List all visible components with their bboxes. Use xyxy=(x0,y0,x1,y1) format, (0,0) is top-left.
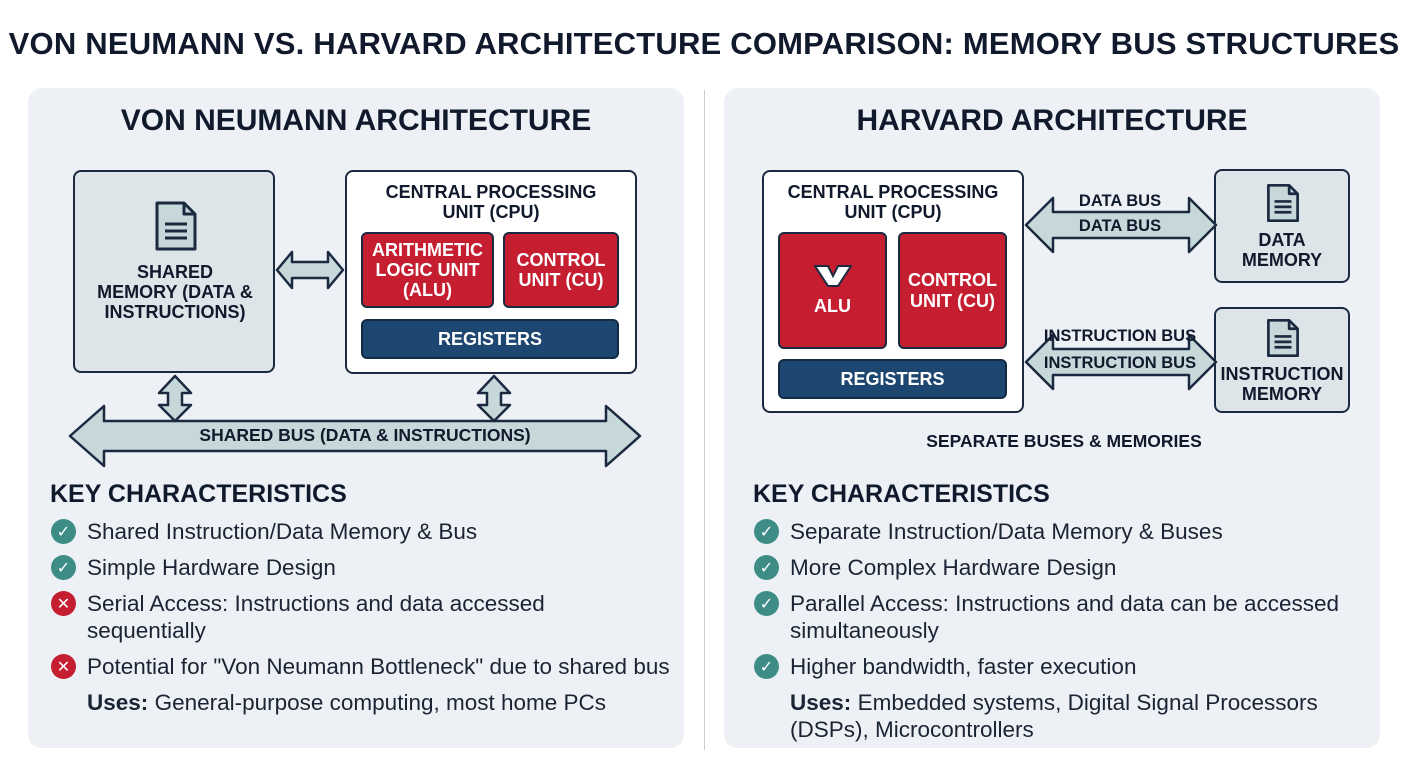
vn-alu-block: ARITHMETIC LOGIC UNIT (ALU) xyxy=(361,232,494,308)
check-circle-icon: ✓ xyxy=(754,591,779,616)
hv-characteristics-heading: KEY CHARACTERISTICS xyxy=(753,480,1050,508)
panel-divider xyxy=(704,90,705,750)
vn-uses-text: General-purpose computing, most home PCs xyxy=(154,690,607,715)
hv-control-unit-block: CONTROL UNIT (CU) xyxy=(898,232,1007,349)
vn-control-unit-block: CONTROL UNIT (CU) xyxy=(503,232,619,308)
document-icon xyxy=(1267,183,1299,223)
shared-memory-box xyxy=(73,170,275,373)
instruction-memory-label: INSTRUCTION MEMORY xyxy=(1220,364,1344,405)
instruction-bus-arrow xyxy=(1024,333,1218,391)
x-circle-icon: ✕ xyxy=(51,591,76,616)
data-bus-arrow xyxy=(1024,196,1218,254)
vn-characteristic-4: Potential for "Von Neumann Bottleneck" d… xyxy=(87,654,670,679)
cpu-bus-connector xyxy=(476,374,512,423)
vn-uses-label: Uses: xyxy=(87,690,149,715)
shared-bus-label: SHARED BUS (DATA & INSTRUCTIONS) xyxy=(199,425,531,445)
vn-uses: Uses: General-purpose computing, most ho… xyxy=(87,689,677,716)
hv-uses: Uses: Embedded systems, Digital Signal P… xyxy=(790,689,1345,743)
hv-characteristic-1: Separate Instruction/Data Memory & Buses xyxy=(790,519,1223,544)
memory-cpu-arrow xyxy=(275,250,345,290)
instruction-bus-label-bottom: INSTRUCTION BUS xyxy=(1043,354,1197,372)
shared-memory-label: SHARED MEMORY (DATA & INSTRUCTIONS) xyxy=(97,262,253,323)
vn-arrows xyxy=(68,250,642,468)
vn-registers-block: REGISTERS xyxy=(361,319,619,359)
hv-characteristic-2: More Complex Hardware Design xyxy=(790,555,1117,580)
hv-characteristic-4: Higher bandwidth, faster execution xyxy=(790,654,1137,679)
hv-alu-label: ALU xyxy=(814,296,851,316)
harvard-heading: HARVARD ARCHITECTURE xyxy=(856,104,1248,137)
vn-characteristics-heading: KEY CHARACTERISTICS xyxy=(50,480,347,508)
hv-uses-label: Uses: xyxy=(790,690,852,715)
data-memory-label: DATA MEMORY xyxy=(1241,230,1323,271)
shared-bus-arrow xyxy=(68,404,642,468)
check-circle-icon: ✓ xyxy=(754,519,779,544)
document-icon xyxy=(1267,318,1299,358)
check-circle-icon: ✓ xyxy=(51,519,76,544)
hv-cpu-label: CENTRAL PROCESSING UNIT (CPU) xyxy=(787,182,999,223)
vn-characteristic-1: Shared Instruction/Data Memory & Bus xyxy=(87,519,478,544)
vn-characteristic-3: Serial Access: Instructions and data acc… xyxy=(87,591,545,643)
hv-characteristic-3: Parallel Access: Instructions and data c… xyxy=(790,591,1340,643)
von-neumann-heading: VON NEUMANN ARCHITECTURE xyxy=(120,104,592,137)
hv-alu-block xyxy=(778,232,887,349)
check-circle-icon: ✓ xyxy=(754,654,779,679)
document-icon xyxy=(155,201,197,251)
data-bus-label-bottom: DATA BUS xyxy=(1078,217,1162,235)
vn-characteristic-2: Simple Hardware Design xyxy=(87,555,336,580)
page-title: VON NEUMANN VS. HARVARD ARCHITECTURE COM… xyxy=(8,26,1400,61)
hv-uses-text: Embedded systems, Digital Signal Process… xyxy=(790,690,1318,742)
hv-arrows xyxy=(1024,196,1218,391)
instruction-bus-label-top: INSTRUCTION BUS xyxy=(1043,327,1197,345)
check-circle-icon: ✓ xyxy=(754,555,779,580)
memory-bus-connector xyxy=(157,374,193,423)
check-circle-icon: ✓ xyxy=(51,555,76,580)
x-circle-icon: ✕ xyxy=(51,654,76,679)
separate-buses-note: SEPARATE BUSES & MEMORIES xyxy=(926,431,1202,451)
vn-cpu-label: CENTRAL PROCESSING UNIT (CPU) xyxy=(385,182,597,223)
alu-v-icon xyxy=(814,265,852,287)
hv-registers-block: REGISTERS xyxy=(778,359,1007,399)
data-bus-label-top: DATA BUS xyxy=(1078,192,1162,210)
